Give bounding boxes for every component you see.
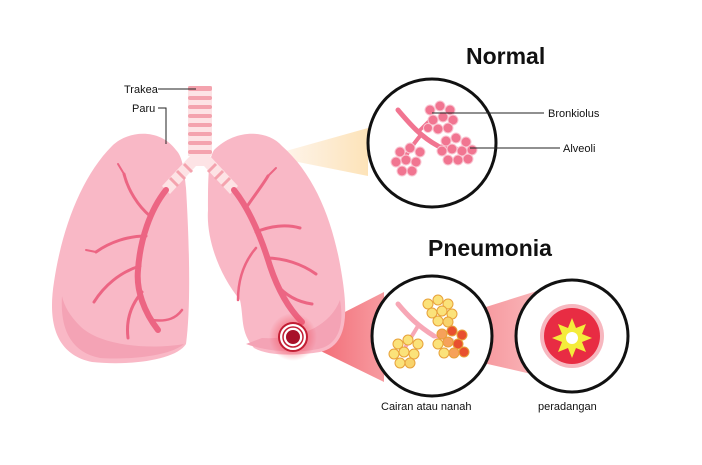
- left-lung-shade: [61, 296, 184, 359]
- inflammation-label: peradangan: [538, 401, 597, 413]
- main-bronchi: [162, 156, 238, 194]
- inflammation-center: [566, 332, 578, 344]
- fluid-filled-alveoli: [388, 294, 470, 369]
- bronchial-tree-left: [85, 163, 184, 340]
- normal-alveoli-clusters: [390, 100, 478, 177]
- alveoli-magnifier: [366, 77, 498, 209]
- normal-callout-cone: [268, 128, 368, 176]
- alveoli-label: Alveoli: [563, 143, 595, 155]
- left-lung: [51, 133, 190, 364]
- bronchial-tree-right: [231, 167, 318, 325]
- fluid-magnifier: [370, 274, 494, 398]
- normal-heading: Normal: [466, 43, 545, 69]
- trachea-rings: [188, 86, 212, 154]
- lung-label: Paru: [132, 103, 155, 115]
- right-lung: [207, 133, 346, 355]
- lung-leader: [158, 107, 167, 144]
- trachea-label: Trakea: [124, 84, 159, 96]
- fluid-label: Cairan atau nanah: [381, 401, 472, 413]
- inflammation-magnifier: [514, 278, 630, 394]
- pneumonia-heading: Pneumonia: [428, 235, 552, 261]
- lung-diagram: [51, 86, 346, 364]
- bronchiole-label: Bronkiolus: [548, 108, 600, 120]
- infection-site-marker: [278, 322, 308, 352]
